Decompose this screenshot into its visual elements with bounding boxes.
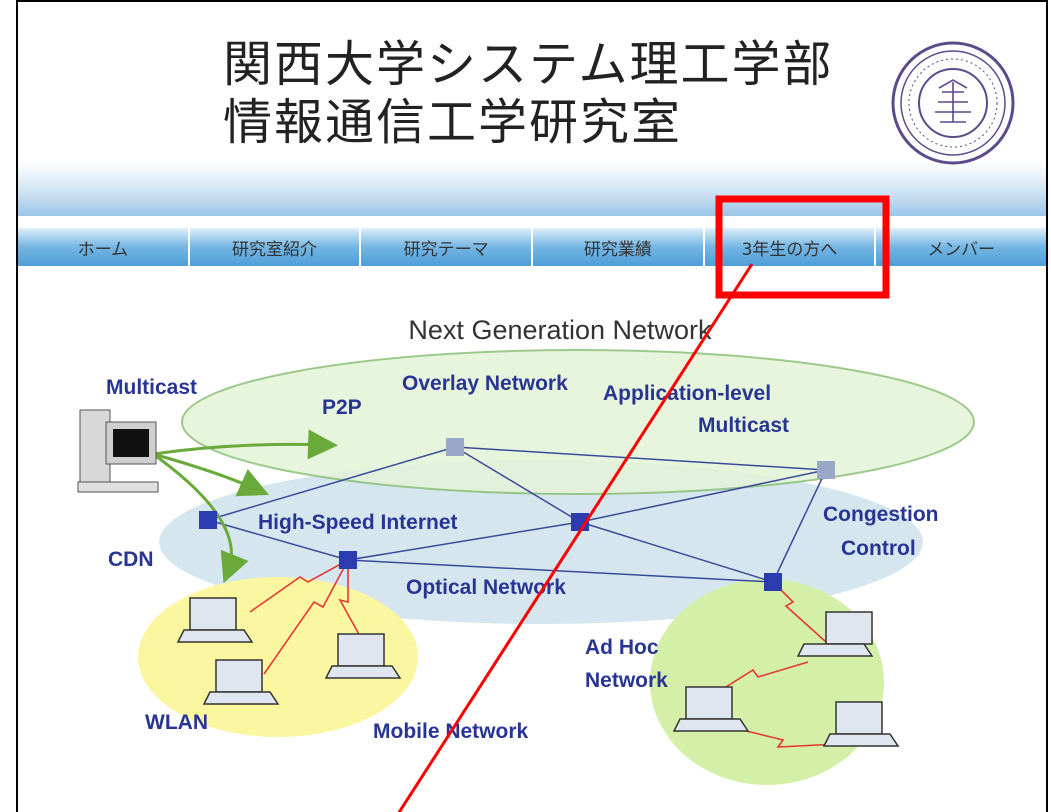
router-node: [199, 511, 217, 529]
page-frame: 関西大学システム理工学部 情報通信工学研究室 ホーム 研究室紹介 研究テーマ 研…: [16, 0, 1048, 812]
laptop-icons: [176, 597, 900, 747]
router-node: [764, 573, 782, 591]
label-high-speed-internet: High-Speed Internet: [258, 511, 458, 534]
nav-item-members[interactable]: メンバー: [927, 239, 996, 260]
router-node: [339, 551, 357, 569]
diagram-heading: Next Generation Network: [408, 315, 712, 345]
label-control: Control: [841, 537, 916, 560]
label-optical-network: Optical Network: [406, 576, 566, 599]
laptop-icon: [176, 597, 254, 643]
label-application-level: Application-level: [603, 382, 771, 405]
wireless-links: [249, 559, 839, 748]
main-nav: ホーム 研究室紹介 研究テーマ 研究業績 3年生の方へ メンバー: [18, 228, 1046, 266]
site-title-line1: 関西大学システム理工学部: [223, 36, 834, 93]
nav-item-for-3rd-year[interactable]: 3年生の方へ: [705, 228, 877, 266]
ad-hoc-region: [650, 579, 884, 785]
label-multicast: Multicast: [106, 376, 197, 399]
laptop-icon: [202, 659, 280, 705]
label-p2p: P2P: [322, 396, 362, 419]
network-links: [207, 446, 827, 583]
laptop-icon: [672, 686, 750, 732]
network-diagram: Next Generation Network: [77, 195, 975, 812]
overlay-network-region: [181, 349, 975, 495]
nav-item-home[interactable]: ホーム: [18, 228, 190, 266]
header-band: [18, 162, 1046, 216]
site-title-line2: 情報通信工学研究室: [223, 94, 683, 151]
router-node: [446, 438, 464, 456]
nav-item-lab-intro[interactable]: 研究室紹介: [190, 228, 362, 266]
label-application-multicast: Multicast: [698, 414, 789, 437]
nav-item-research-themes[interactable]: 研究テーマ: [361, 228, 534, 266]
laptop-icon: [822, 701, 900, 747]
label-ad-hoc: Ad Hoc: [585, 636, 659, 659]
desktop-computer-icon: [77, 409, 159, 493]
label-congestion: Congestion: [823, 503, 939, 526]
router-node: [817, 461, 835, 479]
site-title: 関西大学システム理工学部 情報通信工学研究室: [223, 36, 834, 152]
label-wlan: WLAN: [145, 711, 208, 734]
laptop-icon: [324, 633, 402, 679]
optical-network-region: [159, 460, 923, 624]
label-network: Network: [585, 669, 668, 692]
laptop-icon: [796, 611, 874, 657]
multicast-arrows: [152, 429, 338, 584]
nav-item-publications[interactable]: 研究業績: [533, 228, 705, 266]
highlight-box-annotation: [715, 195, 890, 299]
label-overlay-network: Overlay Network: [402, 372, 568, 395]
pointer-line-annotation: [397, 263, 754, 812]
label-cdn: CDN: [108, 548, 154, 571]
university-seal-logo: [891, 41, 1015, 165]
